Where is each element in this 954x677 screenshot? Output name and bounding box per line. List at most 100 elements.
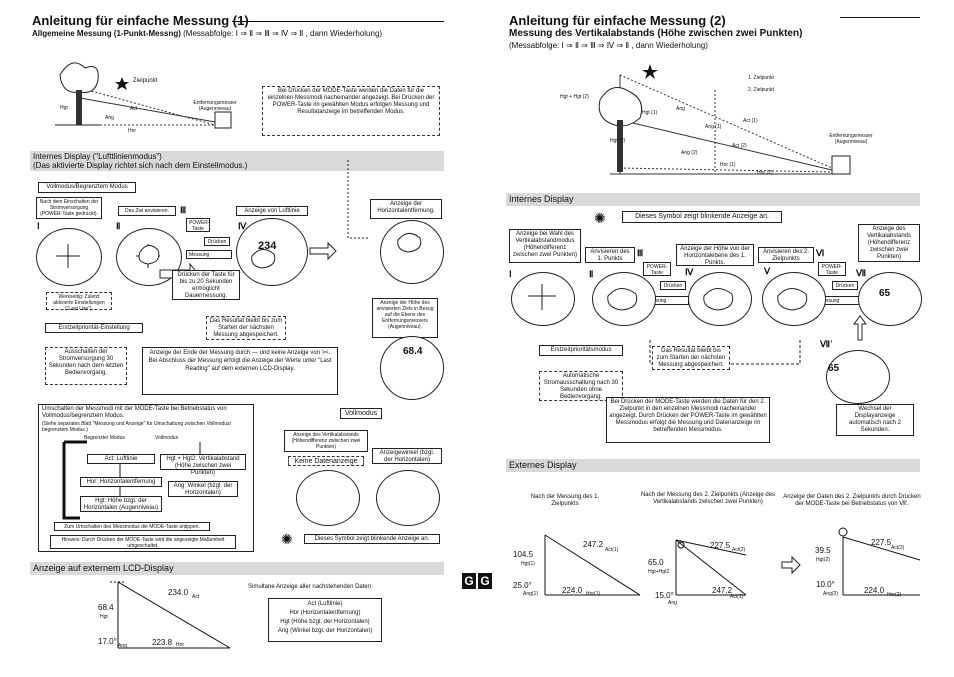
right-roman-vi: Ⅵ [816,248,825,258]
left-hor-label: Hor [128,128,137,134]
left-roman-i: Ⅰ [37,221,40,231]
left-ziel-anvisieren: Das Ziel anvisieren. [118,206,176,216]
right-ang-label: Ang [676,106,685,112]
right-ext3-hgt: Hgt(2) [816,557,830,563]
left-lcd-hgt-val: 68.4 [98,603,114,612]
right-roman-iv: Ⅳ [685,267,694,277]
left-subtitle-bold: Allgemeine Messung (1-Punkt-Messng) [32,29,181,38]
left-internal-band-1: Internes Display ("Lufttlinienmodus") [33,152,162,161]
left-display-hgt [380,336,444,400]
right-title: Anleitung für einfache Messung (2) [509,13,726,28]
right-ang1: Ang (1) [705,124,722,130]
left-lcd-ang-val: 17.0° [98,637,117,646]
left-display-vertikal [296,470,360,526]
right-ext1-hor: Hor(1) [586,591,601,597]
left-internal-band: Internes Display ("Lufttlinienmodus") (D… [30,151,444,171]
left-ende-messung: Anzeige der Ende der Messung durch --- u… [142,347,338,395]
right-wechsel: Wechsel der Displayanzeige automatisch n… [836,404,914,436]
right-ext2-act-val: 227.5 [710,541,731,550]
left-ang-label: Ang [105,115,114,121]
right-ext-caption-1: Nach der Messung des 1. Zielpunkts [530,494,600,507]
left-act-label: Act [130,106,138,112]
right-symbol-blinkend: Dieses Symbol zeigt blinkende Anzeige an… [622,211,782,223]
left-druecken: Drücken [204,237,230,246]
left-simultan-list: Act (Luftlinie) Hor (Horizontalentfernun… [268,598,382,642]
left-power-taste: POWER-Taste [186,218,210,232]
left-zielpunkt-label: Zielpunkt [133,78,158,84]
right-title-rule [840,17,920,18]
left-hinweis: Hinweis: Durch Drücken der MODE-Taste wi… [50,535,236,549]
right-act1: Act (1) [743,118,758,124]
right-roman-i: Ⅰ [509,269,512,279]
right-ext-caption-3: Anzeige der Daten des 2. Zielpunkts durc… [783,494,921,507]
left-vollmodus-small: Vollmodus [155,435,179,441]
right-ext-band: Externes Display [506,459,920,472]
left-simultan-ang: Ang (Winkel bzgl. der Horizontalen) [277,628,373,634]
right-resultat: Das Resultat bleibt bis zum Starten der … [652,346,730,370]
left-vollmodus-box: Vollmodus [340,408,382,419]
left-internal-band-2: (Das aktivierte Display richtet sich nac… [33,161,248,170]
right-anzeige-hoehe: Anzeige der Höhe von der Horizontalebene… [676,244,754,266]
left-flow-act: Act: Luftlinie [87,454,155,464]
left-druecken-20: Drücken der Taste für bis zu 20 Sekunden… [172,270,240,300]
right-anzeige-wahl: Anzeige bei Wahl des Vertikalabstandmodu… [509,229,581,263]
left-anzeige-luftlinie: Anzeige von Luftlinie [236,206,308,216]
left-display-winkel [376,470,440,526]
left-roman-ii: Ⅱ [116,221,121,231]
left-lcd-hor: Hor [176,642,185,648]
right-ext1-act-val: 247.2 [583,540,604,549]
right-zp1: 1. Zielpunkt [748,75,774,81]
right-display-vii2 [826,350,890,404]
left-simultan-title: Simultane Anzeige aller nachstehenden Da… [248,584,373,590]
right-display-vii-value: 65 [879,288,891,299]
left-vollmodus-header: Vollmodus/Begrenztem Modus [38,182,136,193]
left-lcd-ang: Ang [118,643,127,649]
left-simultan-act: Act (Luftlinie) [307,601,343,607]
right-roman-v: Ⅴ [764,266,771,276]
right-ang2: Ang (2) [681,150,698,156]
left-umschalten-title: Umschalten der Messmodi mit der MODE-Tas… [42,406,227,419]
left-nach-einschalten: Nach dem Einschalten der Stromversorgung… [36,197,102,219]
left-display-i [36,228,102,286]
left-symbol-blinkend: Dieses Symbol zeigt blinkende Anzeige an… [304,534,440,544]
right-zp2: 2. Zielpunkt [748,87,774,93]
left-umschalten-sub: (Siehe separates Blatt "Messung und Anze… [42,421,231,433]
left-ext-band: Anzeige auf externem LCD-Display [30,562,444,575]
left-flow-hgt: Hgt: Höhe bzgl. der Horizontalen (Augenn… [80,496,162,512]
left-flow-ang: Ang: Winkel (bzgl. der Horizontalen) [168,481,238,497]
right-power-taste-1: POWER-Taste [643,262,671,276]
right-ext2-hor: Act(1) [730,594,744,600]
right-ext3-ang-val: 10.0° [816,580,835,589]
left-entfernungsmesser-label: Entfernungsmesser (Augenniveau) [193,100,237,112]
right-ext1-ang-val: 25.0° [513,581,532,590]
right-anzeige-vertikal: Anzeige des Vertikalabstands (Höhendiffe… [858,224,920,262]
badge-g-left: G [462,573,476,589]
left-vertikal-anzeige: Anzeige des Vertikalabstands (Höhendiffe… [284,430,368,452]
right-mode-note: Bei Drücken der MODE-Taste werden die Da… [606,397,770,443]
left-hgt-label: Hgt [60,105,68,111]
right-act2: Act (2) [732,143,747,149]
left-subtitle-seq: (Messabfolge: Ⅰ ⇒ Ⅱ ⇒ Ⅲ ⇒ Ⅳ ⇒ Ⅱ , dann W… [180,29,383,38]
left-erstzeit: Erstzeitpriorität-Einstellung [45,323,143,333]
left-keine-daten: Keine Datenanzeige [288,456,364,466]
right-ext1-hor-val: 224.0 [562,586,583,595]
right-roman-vii2: Ⅶ' [820,339,833,349]
left-lcd-hor-val: 223.8 [152,638,173,647]
left-begrenzter-modus: Begrenzter Modus [84,435,125,441]
right-erstzeit: Erstzeitprioritätsmodus [539,345,623,356]
left-title: Anleitung für einfache Messung (1) [32,13,249,28]
right-anvisieren2: Anvisieren des 2. Zielpunkts [758,247,814,263]
right-ext2-hor-val: 247.2 [712,586,733,595]
right-ext3-hor: Hor(2) [887,592,902,598]
right-power-taste-2: POWER-Taste [818,262,846,276]
left-roman-iii: Ⅲ [180,205,187,215]
left-simultan-hgt: Hgt (Höhe bzgl. der Horizontalen) [280,619,370,625]
right-display-vii2-value: 65 [828,363,840,374]
right-ext3-ang: Ang(2) [823,591,839,597]
left-anzeigewinkel: Anzeigewinkel (bzgl. der Horizontalen) [372,448,442,464]
